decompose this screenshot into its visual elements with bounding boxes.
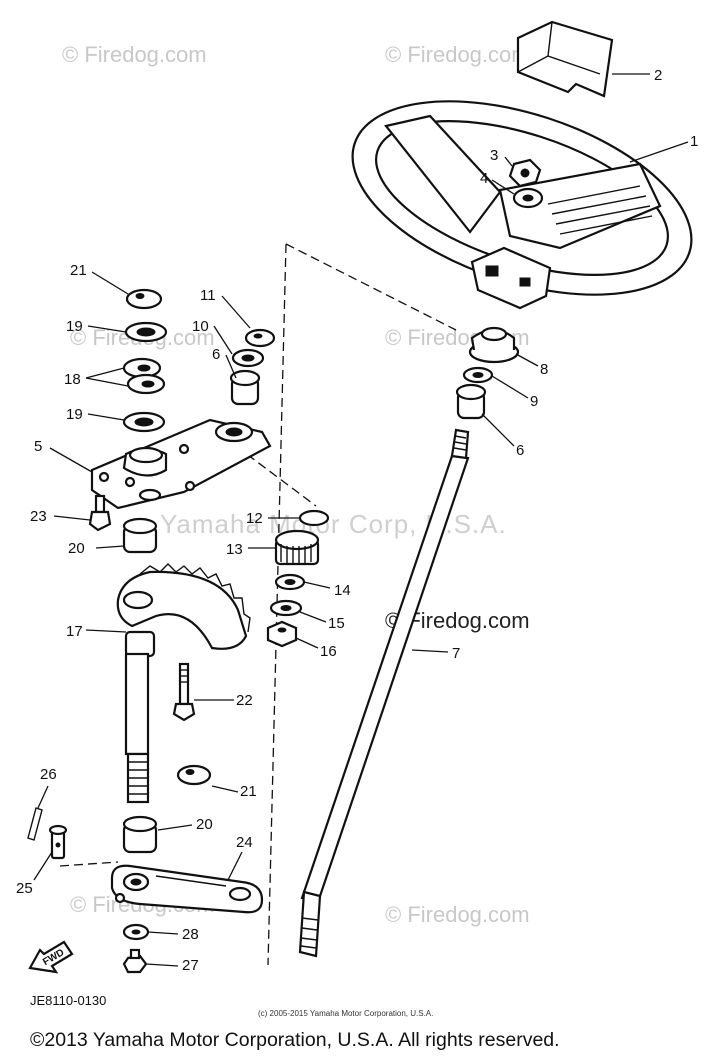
sector-gear-17 <box>116 563 251 804</box>
callout-6-right: 6 <box>516 442 524 459</box>
callout-3: 3 <box>490 147 498 164</box>
callout-8: 8 <box>540 361 548 378</box>
bolt-22 <box>172 662 196 722</box>
diagram-code: JE8110-0130 <box>30 993 106 1008</box>
watermark-firedog: © Firedog.com <box>385 902 530 927</box>
watermark-firedog: © Firedog.com <box>62 42 207 67</box>
spring-washers-18 <box>122 357 166 395</box>
bracket-plate-5 <box>90 418 272 510</box>
callout-15: 15 <box>328 615 345 632</box>
clip-21-bottom <box>176 764 212 786</box>
callout-18: 18 <box>64 371 81 388</box>
washer-15 <box>269 599 303 617</box>
steering-cover <box>516 20 614 98</box>
washer-19-bottom <box>122 411 166 433</box>
watermark-yamaha: Yamaha Motor Corp, U.S.A. <box>160 509 507 539</box>
steering-shaft <box>298 428 470 958</box>
callout-9: 9 <box>530 393 538 410</box>
callout-12: 12 <box>246 510 263 527</box>
bushing-6-left <box>229 369 261 406</box>
callout-27: 27 <box>182 957 199 974</box>
callout-24: 24 <box>236 834 253 851</box>
bearing-8 <box>468 326 520 364</box>
circlip-11 <box>244 328 276 348</box>
small-copyright: (c) 2005-2015 Yamaha Motor Corporation, … <box>258 1009 433 1018</box>
cotter-pin-26 <box>27 807 43 841</box>
callout-21-bottom: 21 <box>240 783 257 800</box>
washer-28 <box>122 923 150 941</box>
washer-9 <box>462 366 494 384</box>
callout-23: 23 <box>30 508 47 525</box>
callout-10: 10 <box>192 318 209 335</box>
callout-11: 11 <box>200 287 216 304</box>
bolt-27 <box>122 948 148 974</box>
callouts: 2 1 3 4 5 6 6 7 8 9 10 11 12 13 14 15 16… <box>16 67 698 974</box>
callout-1: 1 <box>690 133 698 150</box>
bushing-6-right <box>455 383 487 420</box>
washer-14 <box>274 573 306 591</box>
callout-19-bottom: 19 <box>66 406 83 423</box>
wheel-washer <box>512 187 544 209</box>
washer-10 <box>231 348 265 368</box>
copyright-notice: ©2013 Yamaha Motor Corporation, U.S.A. A… <box>30 1029 560 1051</box>
fwd-arrow: FWD <box>28 940 74 974</box>
clip-21-top <box>125 288 163 310</box>
callout-26: 26 <box>40 766 57 783</box>
callout-20-top: 20 <box>68 540 85 557</box>
wheel-nut <box>508 158 542 188</box>
assembly-line <box>285 243 457 331</box>
callout-17: 17 <box>66 623 83 640</box>
bolt-23 <box>88 494 112 532</box>
bushing-20-top <box>122 517 158 554</box>
leader-lines <box>33 73 689 967</box>
assembly-line <box>59 861 119 867</box>
callout-22: 22 <box>236 692 253 709</box>
pitman-arm-24 <box>110 864 264 914</box>
callout-7: 7 <box>452 645 460 662</box>
callout-28: 28 <box>182 926 199 943</box>
callout-14: 14 <box>334 582 351 599</box>
pinion-gear-13 <box>274 529 320 566</box>
watermark-firedog: © Firedog.com <box>385 42 530 67</box>
callout-6-left: 6 <box>212 346 220 363</box>
callout-19-top: 19 <box>66 318 83 335</box>
washer-12 <box>298 509 330 527</box>
callout-21-top: 21 <box>70 262 87 279</box>
washer-19-top <box>124 321 168 343</box>
nut-16 <box>266 620 298 648</box>
callout-20-bottom: 20 <box>196 816 213 833</box>
callout-2: 2 <box>654 67 662 84</box>
callout-13: 13 <box>226 541 243 558</box>
callout-25: 25 <box>16 880 33 897</box>
callout-4: 4 <box>480 170 488 187</box>
callout-5: 5 <box>34 438 42 455</box>
bushing-20-bottom <box>122 815 158 854</box>
callout-16: 16 <box>320 643 337 660</box>
assembly-line <box>267 243 287 966</box>
pin-25 <box>48 824 68 860</box>
